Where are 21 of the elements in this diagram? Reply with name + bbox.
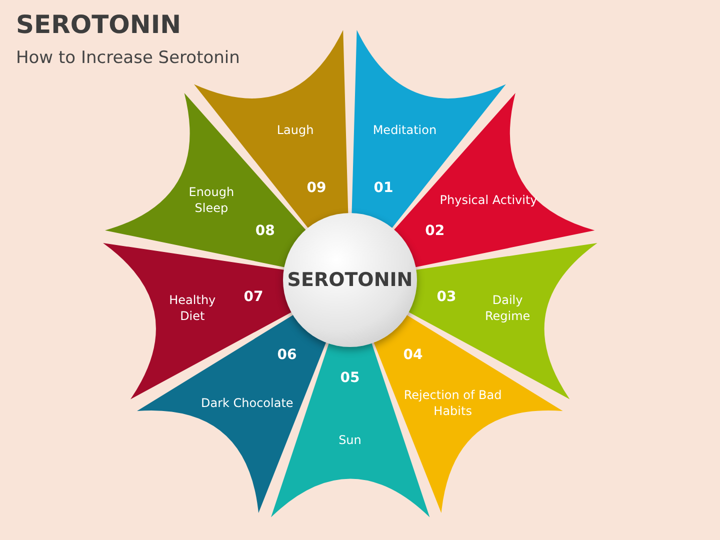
step-number: 06 [277,347,297,364]
subtitle: How to Increase Serotonin [16,48,240,68]
petal-label: Meditation [372,122,438,138]
step-number: 07 [244,289,264,306]
step-number: 01 [374,180,394,196]
petal-label: Enough Sleep [188,184,236,216]
center-label: SEROTONIN [287,269,413,291]
petal-label: Rejection of Bad Habits [402,386,503,419]
petal-label: Physical Activity [438,192,538,208]
step-number: 04 [403,347,423,364]
petal-label: Sun [338,432,362,448]
title: SEROTONIN [16,10,182,39]
step-number: 03 [436,289,456,306]
petal-label: Daily Regime [484,292,532,324]
petal-label: Dark Chocolate [200,394,294,411]
step-number: 09 [306,180,326,196]
petal-label: Laugh [276,122,315,138]
step-number: 05 [340,370,360,386]
step-number: 02 [425,222,445,239]
petal-label: Healthy Diet [168,292,217,324]
step-number: 08 [255,222,275,239]
